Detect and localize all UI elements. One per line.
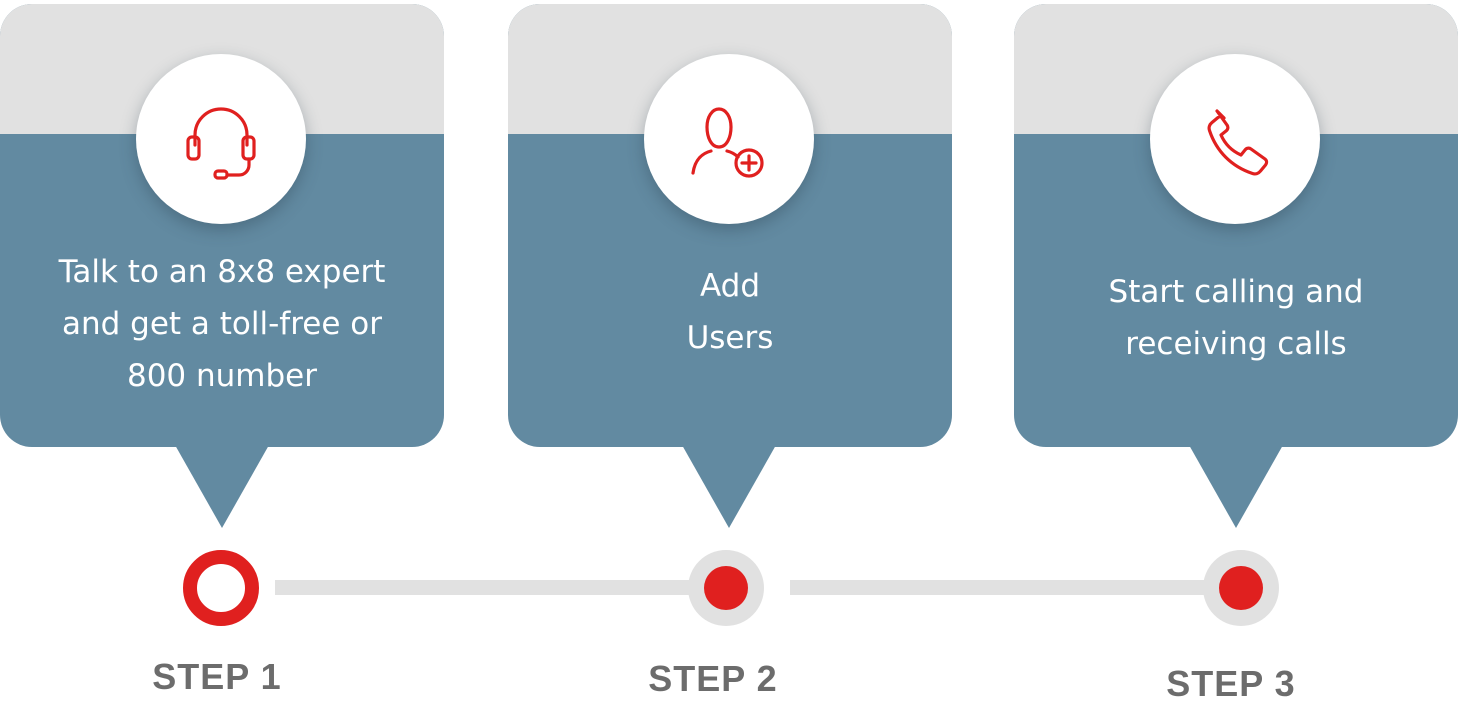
step-1-pointer: [175, 445, 269, 528]
step-1-node: [183, 550, 259, 626]
step-1-icon-badge: [136, 54, 306, 224]
headset-icon: [186, 107, 256, 180]
step-2-icon-badge: [644, 54, 814, 224]
step-3-label: STEP 3: [1166, 663, 1296, 704]
step-2-node-dot: [704, 566, 748, 610]
step-3-node: [1203, 550, 1279, 626]
step-2-description: Add Users: [686, 268, 774, 356]
step-2-label: STEP 2: [648, 658, 778, 699]
step-2-pointer: [682, 445, 776, 528]
step-3-icon-badge: [1150, 54, 1320, 224]
step-2-node: [688, 550, 764, 626]
step-3-description: Start calling and receiving calls: [1108, 274, 1364, 362]
step-3-node-dot: [1219, 566, 1263, 610]
step-3-pointer: [1189, 445, 1283, 528]
phone-icon: [1207, 109, 1269, 176]
add-user-icon: [691, 107, 764, 178]
step-1-label: STEP 1: [152, 656, 282, 697]
timeline-track-2-3: [790, 580, 1208, 595]
timeline-track-1-2: [275, 580, 690, 595]
step-1-description: Talk to an 8x8 expert and get a toll-fre…: [58, 254, 386, 394]
